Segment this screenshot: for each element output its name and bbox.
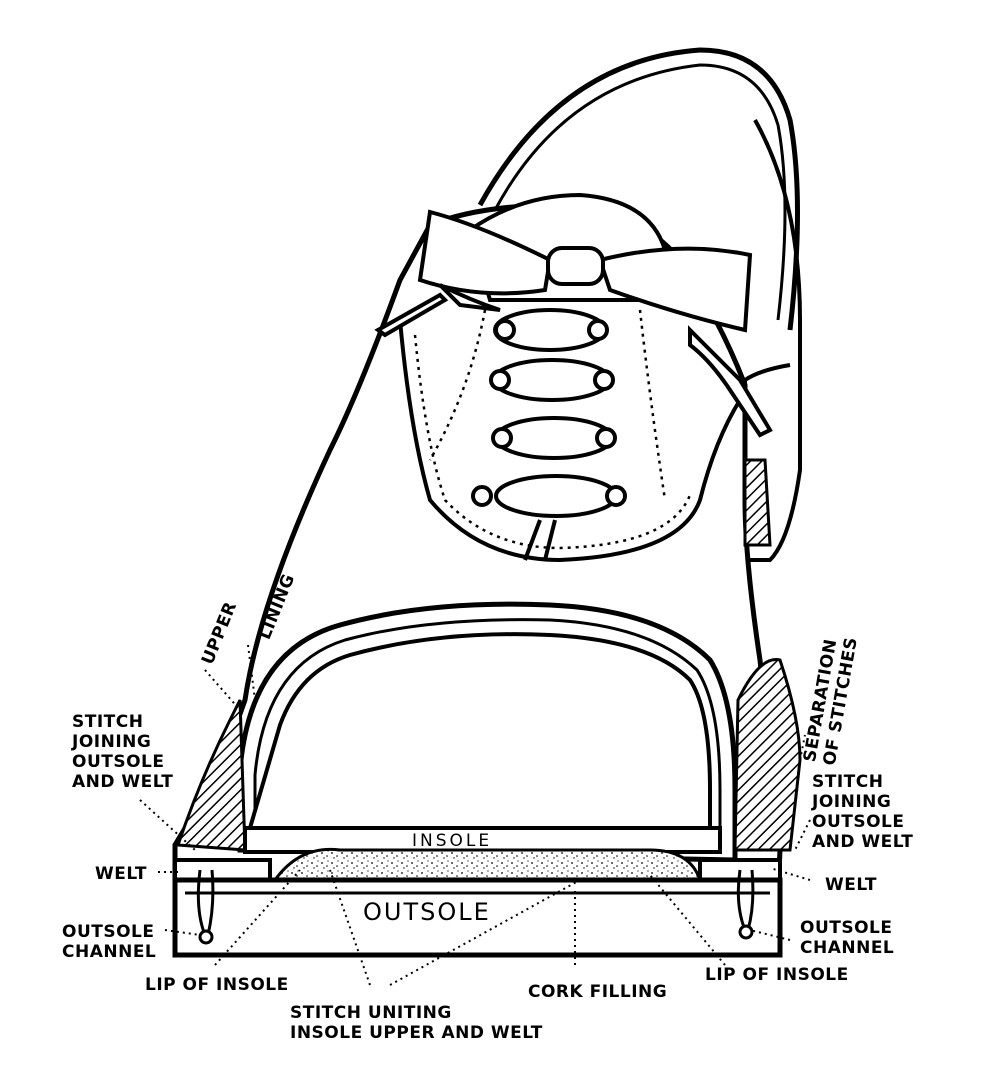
label-lip-of-insole-left: LIP OF INSOLE (145, 975, 289, 995)
lacing (471, 308, 627, 561)
stitches (196, 869, 755, 945)
label-insole: INSOLE (412, 831, 493, 851)
label-cork-filling: CORK FILLING (528, 982, 668, 1002)
label-outsole: OUTSOLE (363, 898, 491, 926)
label-outsole-channel-right: OUTSOLE CHANNEL (800, 918, 895, 958)
label-outsole-channel-left: OUTSOLE CHANNEL (62, 922, 157, 962)
label-welt-left: WELT (95, 864, 147, 884)
back-strap (477, 47, 800, 331)
label-stitch-joining-left: STITCH JOINING OUTSOLE AND WELT (72, 712, 174, 792)
shoelace-bow (374, 209, 773, 438)
vamp-line (398, 319, 742, 563)
cutaway-inner (247, 632, 712, 830)
right-wall-hatch (733, 658, 802, 852)
label-lip-of-insole-right: LIP OF INSOLE (705, 965, 849, 985)
label-stitch-joining-right: STITCH JOINING OUTSOLE AND WELT (812, 772, 914, 852)
label-stitch-uniting: STITCH UNITING INSOLE UPPER AND WELT (290, 1003, 543, 1043)
label-welt-right: WELT (825, 875, 877, 895)
welt-left-band (173, 858, 272, 882)
leader-lines (139, 644, 811, 986)
cork-layer (272, 847, 703, 882)
left-wall-hatch (175, 699, 247, 852)
